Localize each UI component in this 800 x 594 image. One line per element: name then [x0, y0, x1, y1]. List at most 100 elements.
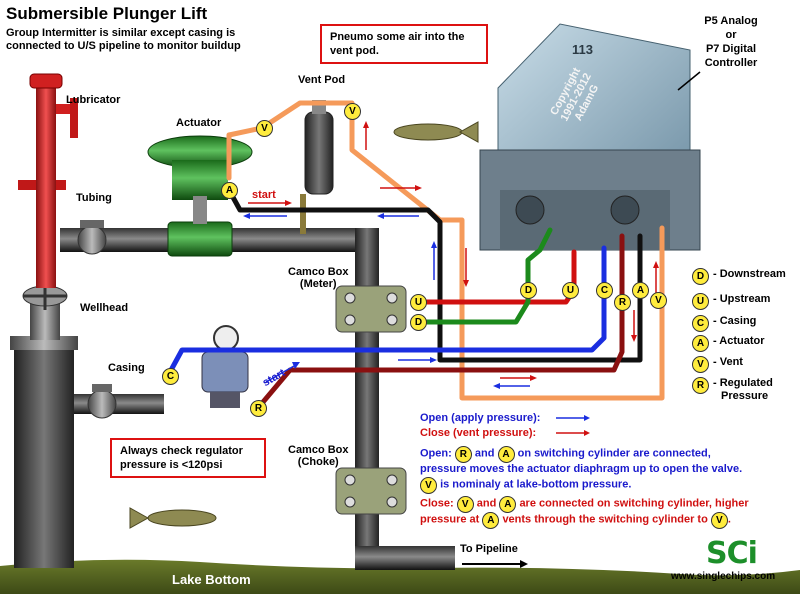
green-downstream-line — [413, 227, 553, 325]
marker-d-controller: D — [520, 282, 537, 299]
lake-bottom-ground — [0, 559, 800, 594]
wellhead-valve-icon — [22, 284, 68, 310]
marker-v-controller: V — [650, 292, 667, 309]
marker-v-actuator: V — [256, 120, 273, 137]
marker-c-casing: C — [162, 368, 179, 385]
controller-label-line4: Controller — [704, 57, 758, 69]
label-tubing: Tubing — [76, 192, 112, 204]
controller-label-line1: P5 Analog — [704, 15, 758, 27]
explain-close-line2a: pressure at — [420, 513, 480, 526]
controller-icon — [479, 23, 701, 251]
legend-item-v: V - Vent — [692, 356, 743, 373]
legend-text-c: - Casing — [713, 315, 757, 327]
sci-logo: SCi — [706, 536, 758, 571]
explain-close-line2: pressure at A vents through the switchin… — [420, 512, 731, 529]
explain-open-rest1: on switching cylinder are connected, — [517, 447, 711, 460]
orange-vent-line — [226, 100, 665, 401]
actuator-valve-icon — [147, 135, 253, 257]
legend-marker-v: V — [692, 356, 709, 373]
explain-close-marker-a: A — [499, 496, 517, 513]
legend-marker-d: D — [692, 268, 709, 285]
camco-choke-line1: Camco Box — [288, 444, 349, 456]
label-vent-pod: Vent Pod — [298, 74, 346, 86]
legend-text-r: - Regulated — [713, 377, 773, 389]
explain-open-apply: Open (apply pressure): — [420, 412, 541, 424]
red-regulated-line — [255, 233, 625, 411]
explain-open-line2: pressure moves the actuator diaphragm up… — [420, 463, 743, 475]
explain-close-marker-v: V — [456, 496, 474, 513]
explain-close-vent: Close (vent pressure): — [420, 427, 537, 439]
explain-close-line1: Close: V and A are connected on switchin… — [420, 496, 749, 513]
website-link[interactable]: www.singlechips.com — [671, 571, 776, 582]
legend-marker-u: U — [692, 293, 709, 310]
controller-label-line2: or — [725, 29, 737, 41]
explain-close-marker-v2: V — [710, 512, 728, 529]
label-actuator: Actuator — [176, 117, 222, 129]
explain-close-label: Close: — [420, 497, 454, 510]
tubing-valve-icon — [77, 220, 107, 255]
vent-pod-icon — [304, 100, 334, 195]
marker-d-camco: D — [410, 314, 427, 331]
controller-box-number: 113 — [572, 42, 593, 57]
explain-open-line1: Open: R and A on switching cylinder are … — [420, 446, 711, 463]
legend-text-v: - Vent — [713, 356, 743, 368]
label-to-pipeline: To Pipeline — [460, 543, 518, 555]
legend-item-a: A- Actuator — [692, 335, 765, 352]
explain-open-label: Open: — [420, 447, 452, 460]
well-casing-column — [14, 340, 74, 568]
camco-choke-line2: (Choke) — [297, 456, 339, 468]
marker-u-controller: U — [562, 282, 579, 299]
explain-marker-r: R — [454, 446, 472, 463]
fish-icon — [393, 121, 479, 143]
legend-item-u: U - Upstream — [692, 293, 770, 310]
label-camco-choke: Camco Box (Choke) — [288, 444, 349, 468]
controller-label-line3: P7 Digital — [705, 43, 757, 55]
controller-label: P5 Analog or P7 Digital Controller — [696, 14, 766, 70]
legend-text-u: - Upstream — [713, 293, 771, 305]
explain-open-line3: V is nominaly at lake-bottom pressure. — [420, 477, 631, 494]
black-actuator-line — [226, 187, 643, 363]
note-pneumo: Pneumo some air into the vent pod. — [320, 24, 488, 64]
label-start-1: start — [252, 189, 276, 201]
legend-marker-c: C — [692, 315, 709, 332]
page-title: Submersible Plunger Lift — [6, 4, 208, 23]
casing-valve-icon — [87, 384, 117, 419]
explain-marker-a: A — [497, 446, 515, 463]
legend-marker-r: R — [692, 377, 709, 394]
note-regulator: Always check regulator pressure is <120p… — [110, 438, 266, 478]
explain-close-rest1: are connected on switching cylinder, hig… — [519, 497, 749, 510]
regulator-icon — [201, 325, 249, 408]
explain-close-and: and — [476, 497, 497, 510]
lubricator-tube — [36, 78, 56, 288]
fish-icon-2 — [129, 507, 217, 529]
explain-marker-v: V — [420, 477, 437, 494]
explain-close-marker-a2: A — [482, 512, 500, 529]
label-wellhead: Wellhead — [80, 302, 129, 314]
explain-open-and: and — [474, 447, 495, 460]
camco-box-choke-icon — [335, 467, 407, 515]
explain-close-line2c: . — [727, 513, 731, 526]
label-camco-meter: Camco Box (Meter) — [288, 266, 349, 290]
marker-u-camco: U — [410, 294, 427, 311]
blue-casing-line — [167, 245, 607, 375]
label-lake-bottom: Lake Bottom — [172, 572, 251, 587]
legend-text-a: - Actuator — [713, 335, 765, 347]
legend-item-d: D - Downstream — [692, 268, 786, 285]
marker-v-ventpod: V — [344, 103, 361, 120]
label-casing: Casing — [108, 362, 145, 374]
camco-meter-line1: Camco Box — [288, 266, 349, 278]
marker-r-regulator: R — [250, 400, 267, 417]
direction-arrows — [243, 121, 659, 568]
marker-c-controller: C — [596, 282, 613, 299]
legend-text-d: - Downstream — [713, 268, 786, 280]
marker-a-actuator: A — [221, 182, 238, 199]
legend-item-c: C - Casing — [692, 315, 756, 332]
explain-close-line2b: vents through the switching cylinder to — [502, 513, 708, 526]
explain-open-line3-text: is nominaly at lake-bottom pressure. — [440, 478, 632, 491]
camco-meter-line2: (Meter) — [299, 278, 337, 290]
legend-text-r2: Pressure — [721, 390, 769, 402]
page-subtitle: Group Intermitter is similar except casi… — [6, 27, 241, 52]
